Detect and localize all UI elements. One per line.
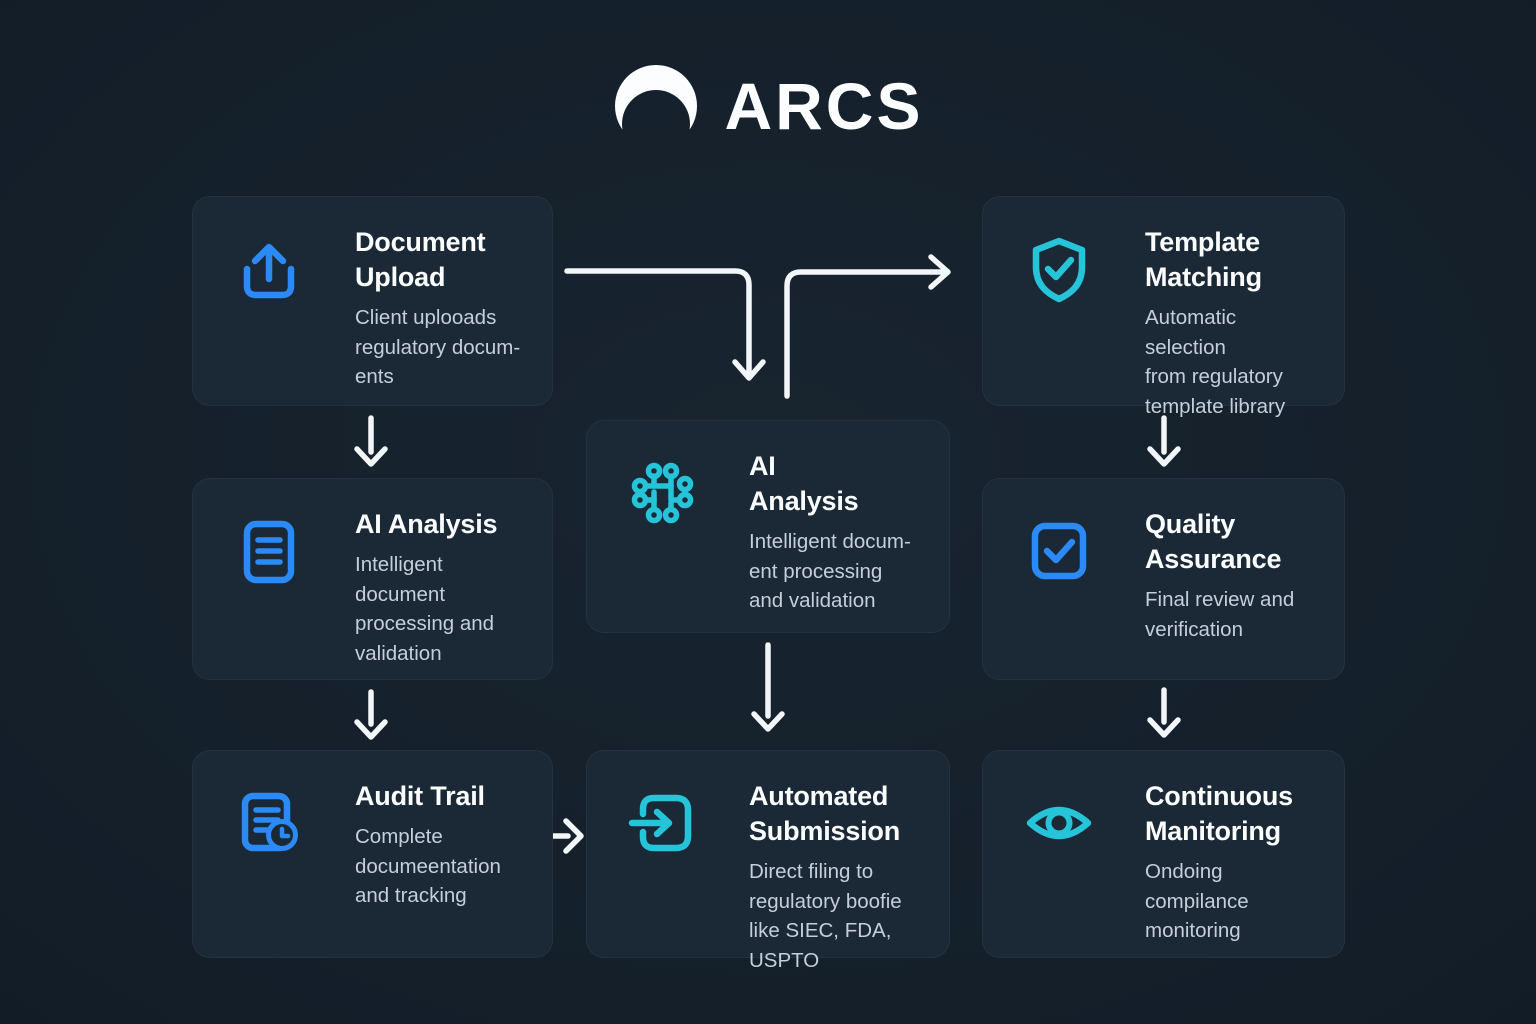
- card-continuous-monitoring: Continuous Manitoring Ondoing compilance…: [982, 750, 1345, 958]
- card-description: Intelligent document processing and vali…: [355, 553, 495, 665]
- document-lines-icon: [233, 513, 305, 589]
- card-description: Client uplooads regulatory docum- ents: [355, 306, 521, 389]
- card-ai-analysis-center: AI Analysis Intelligent docum- ent proce…: [586, 420, 950, 633]
- card-title: Quality Assurance: [1145, 509, 1282, 575]
- card-template-matching: Template Matching Automatic selection fr…: [982, 196, 1345, 418]
- header: ARCS: [0, 64, 1536, 148]
- upload-icon: [233, 231, 305, 307]
- card-document-upload: Document Upload Client uplooads regulato…: [192, 196, 553, 406]
- card-description: Final review and verification: [1145, 588, 1295, 641]
- logo-title: ARCS: [724, 69, 924, 143]
- card-ai-analysis-left: AI Analysis Intelligent document process…: [192, 478, 553, 680]
- card-title: AI Analysis: [355, 509, 498, 539]
- card-description: Ondoing compilance monitoring: [1145, 860, 1249, 943]
- card-description: Intelligent docum- ent processing and va…: [749, 530, 911, 613]
- card-description: Complete documeentation and tracking: [355, 825, 501, 908]
- arrow-ai-center-to-submission: [751, 642, 785, 732]
- card-title: Audit Trail: [355, 781, 485, 811]
- card-title: Continuous Manitoring: [1145, 781, 1293, 847]
- card-title: AI Analysis: [749, 451, 859, 517]
- card-title: Document Upload: [355, 227, 486, 293]
- arrow-upload-to-ai-center: [564, 268, 766, 381]
- document-clock-icon: [233, 785, 305, 861]
- eye-icon: [1023, 785, 1095, 861]
- card-title: Template Matching: [1145, 227, 1262, 293]
- card-audit-trail: Audit Trail Complete documeentation and …: [192, 750, 553, 958]
- shield-check-icon: [1023, 231, 1095, 307]
- card-quality-assurance: Quality Assurance Final review and verif…: [982, 478, 1345, 680]
- arrow-quality-to-monitoring: [1147, 687, 1181, 738]
- circuit-nodes-icon: [627, 455, 699, 531]
- card-description: Direct filing to regulatory boofie like …: [749, 860, 902, 972]
- card-title: Automated Submission: [749, 781, 901, 847]
- crescent-arc-icon: [615, 65, 698, 147]
- checkbox-check-icon: [1023, 513, 1095, 589]
- card-automated-submission: Automated Submission Direct filing to re…: [586, 750, 950, 972]
- arrow-template-to-quality: [1147, 415, 1181, 467]
- card-description: Automatic selection from regulatory temp…: [1145, 306, 1286, 418]
- arrow-upload-to-ai-left: [354, 415, 388, 467]
- arrow-ai-center-to-template: [784, 254, 951, 399]
- login-arrow-icon: [627, 785, 699, 861]
- arrow-ai-left-to-audit: [354, 689, 388, 740]
